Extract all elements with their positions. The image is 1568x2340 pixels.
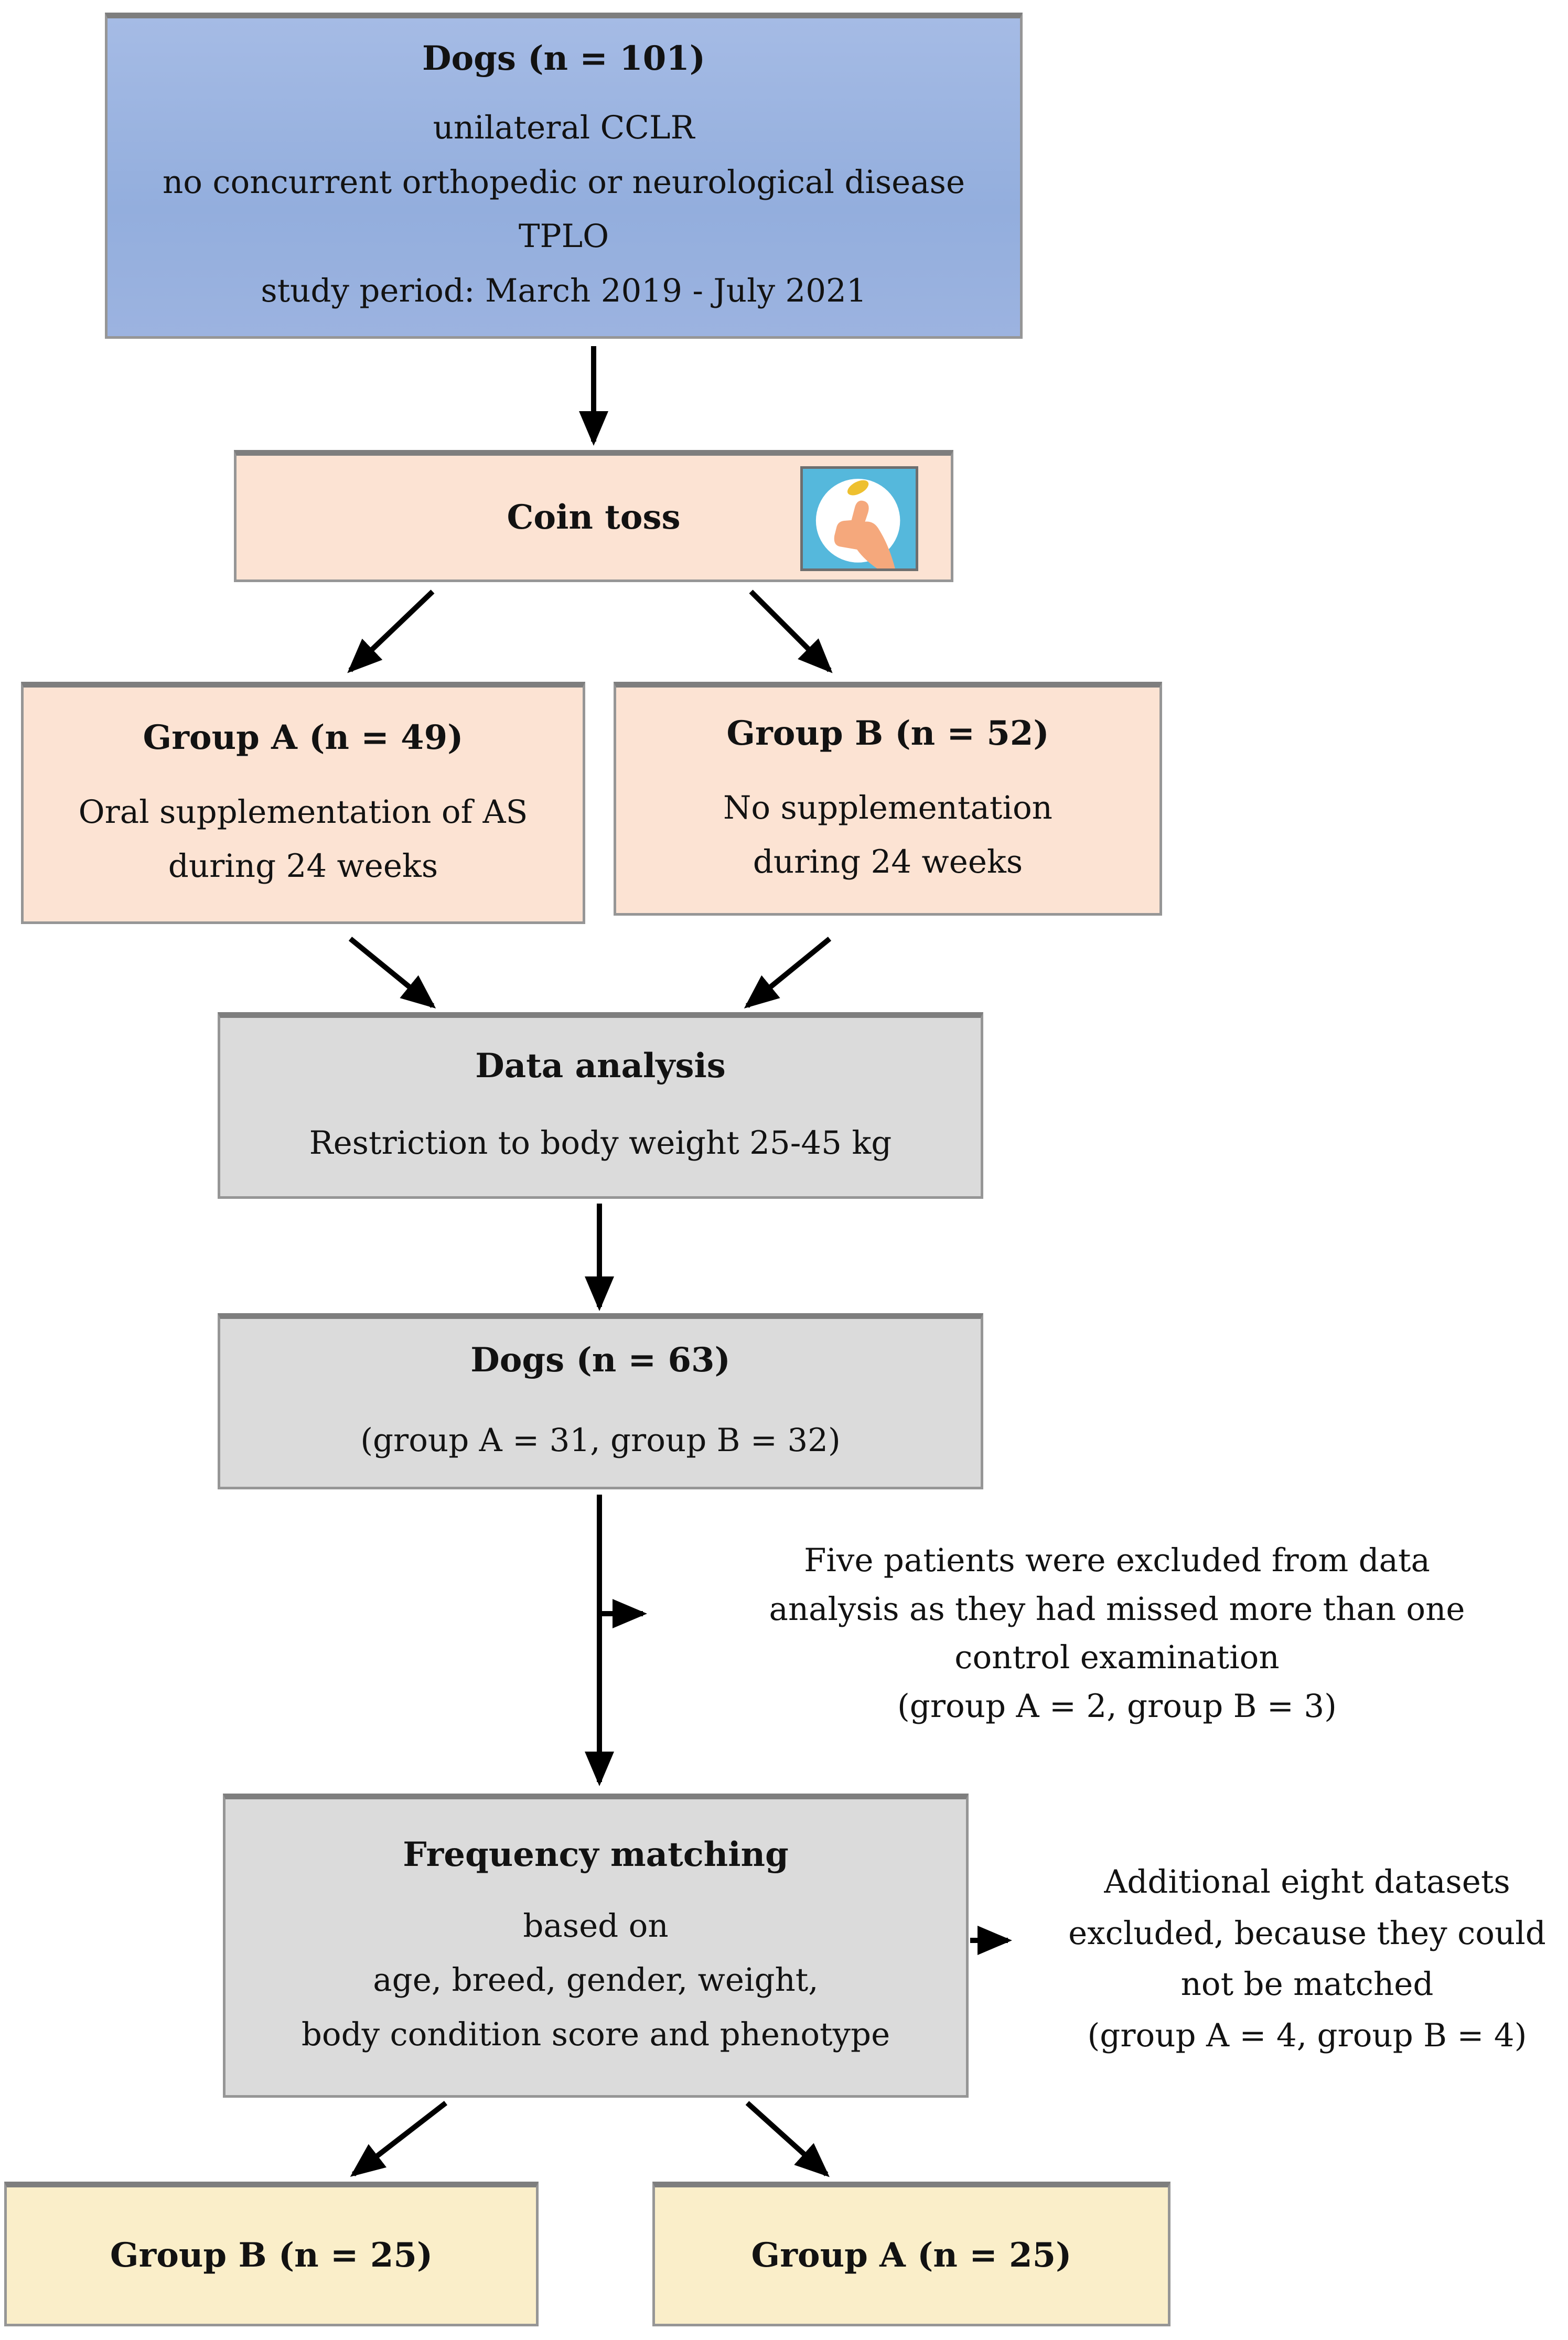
box-dogs-101: Dogs (n = 101) unilateral CCLR no concur… [105, 13, 1023, 339]
box-title: Group B (n = 25) [110, 2235, 433, 2275]
box-data-analysis: Data analysis Restriction to body weight… [218, 1012, 983, 1199]
arrow-cointoss-to-groupB [749, 589, 833, 673]
box-line: No supplementation [723, 789, 1053, 826]
box-frequency-matching: Frequency matching based on age, breed, … [223, 1794, 969, 2098]
box-group-a-25: Group A (n = 25) [652, 2182, 1170, 2326]
box-title: Coin toss [507, 497, 681, 537]
coin-flip-icon [800, 466, 918, 571]
box-line: during 24 weeks [753, 843, 1023, 881]
annotation-line: (group A = 2, group B = 3) [897, 1688, 1337, 1725]
box-line: study period: March 2019 - July 2021 [261, 272, 867, 309]
arrow-frequencymatching-to-groupA25 [745, 2101, 830, 2177]
box-title: Dogs (n = 101) [422, 39, 706, 79]
box-line: (group A = 31, group B = 32) [360, 1422, 841, 1459]
annotation-line: not be matched [1180, 1966, 1434, 2003]
box-title: Frequency matching [403, 1835, 789, 1875]
box-line: age, breed, gender, weight, [373, 1961, 819, 1999]
box-line: unilateral CCLR [433, 109, 695, 146]
box-title: Group A (n = 25) [751, 2235, 1072, 2275]
arrow-frequencymatching-to-groupB25 [350, 2101, 448, 2177]
annotation-line: (group A = 4, group B = 4) [1087, 2016, 1527, 2054]
box-group-a-49: Group A (n = 49) Oral supplementation of… [21, 682, 585, 924]
arrow-cointoss-to-groupA [347, 589, 435, 673]
box-title: Dogs (n = 63) [470, 1340, 731, 1380]
box-group-b-25: Group B (n = 25) [4, 2182, 539, 2326]
box-line: based on [523, 1907, 669, 1945]
box-title: Group A (n = 49) [143, 718, 464, 758]
box-dogs-63: Dogs (n = 63) (group A = 31, group B = 3… [218, 1313, 983, 1489]
box-title: Data analysis [475, 1046, 726, 1086]
box-line: TPLO [518, 218, 609, 255]
annotation-excluded-eight: Additional eight datasets excluded, beca… [1049, 1856, 1565, 2061]
box-line: no concurrent orthopedic or neurological… [162, 163, 965, 201]
annotation-excluded-five: Five patients were excluded from data an… [682, 1537, 1552, 1731]
arrow-groupA-to-dataanalysis [348, 937, 436, 1009]
box-line: Restriction to body weight 25-45 kg [309, 1124, 892, 1162]
annotation-line: Additional eight datasets [1104, 1863, 1510, 1901]
arrow-groupB-to-dataanalysis [744, 937, 832, 1009]
annotation-line: Five patients were excluded from data [804, 1542, 1430, 1579]
box-group-b-52: Group B (n = 52) No supplementation duri… [614, 682, 1162, 916]
annotation-line: analysis as they had missed more than on… [769, 1590, 1465, 1628]
box-coin-toss: Coin toss [234, 450, 953, 582]
annotation-line: excluded, because they could [1068, 1914, 1546, 1952]
box-title: Group B (n = 52) [726, 714, 1049, 754]
box-line: Oral supplementation of AS [78, 793, 528, 831]
annotation-line: control examination [954, 1639, 1280, 1677]
box-line: body condition score and phenotype [301, 2016, 890, 2054]
box-line: during 24 weeks [168, 847, 438, 885]
